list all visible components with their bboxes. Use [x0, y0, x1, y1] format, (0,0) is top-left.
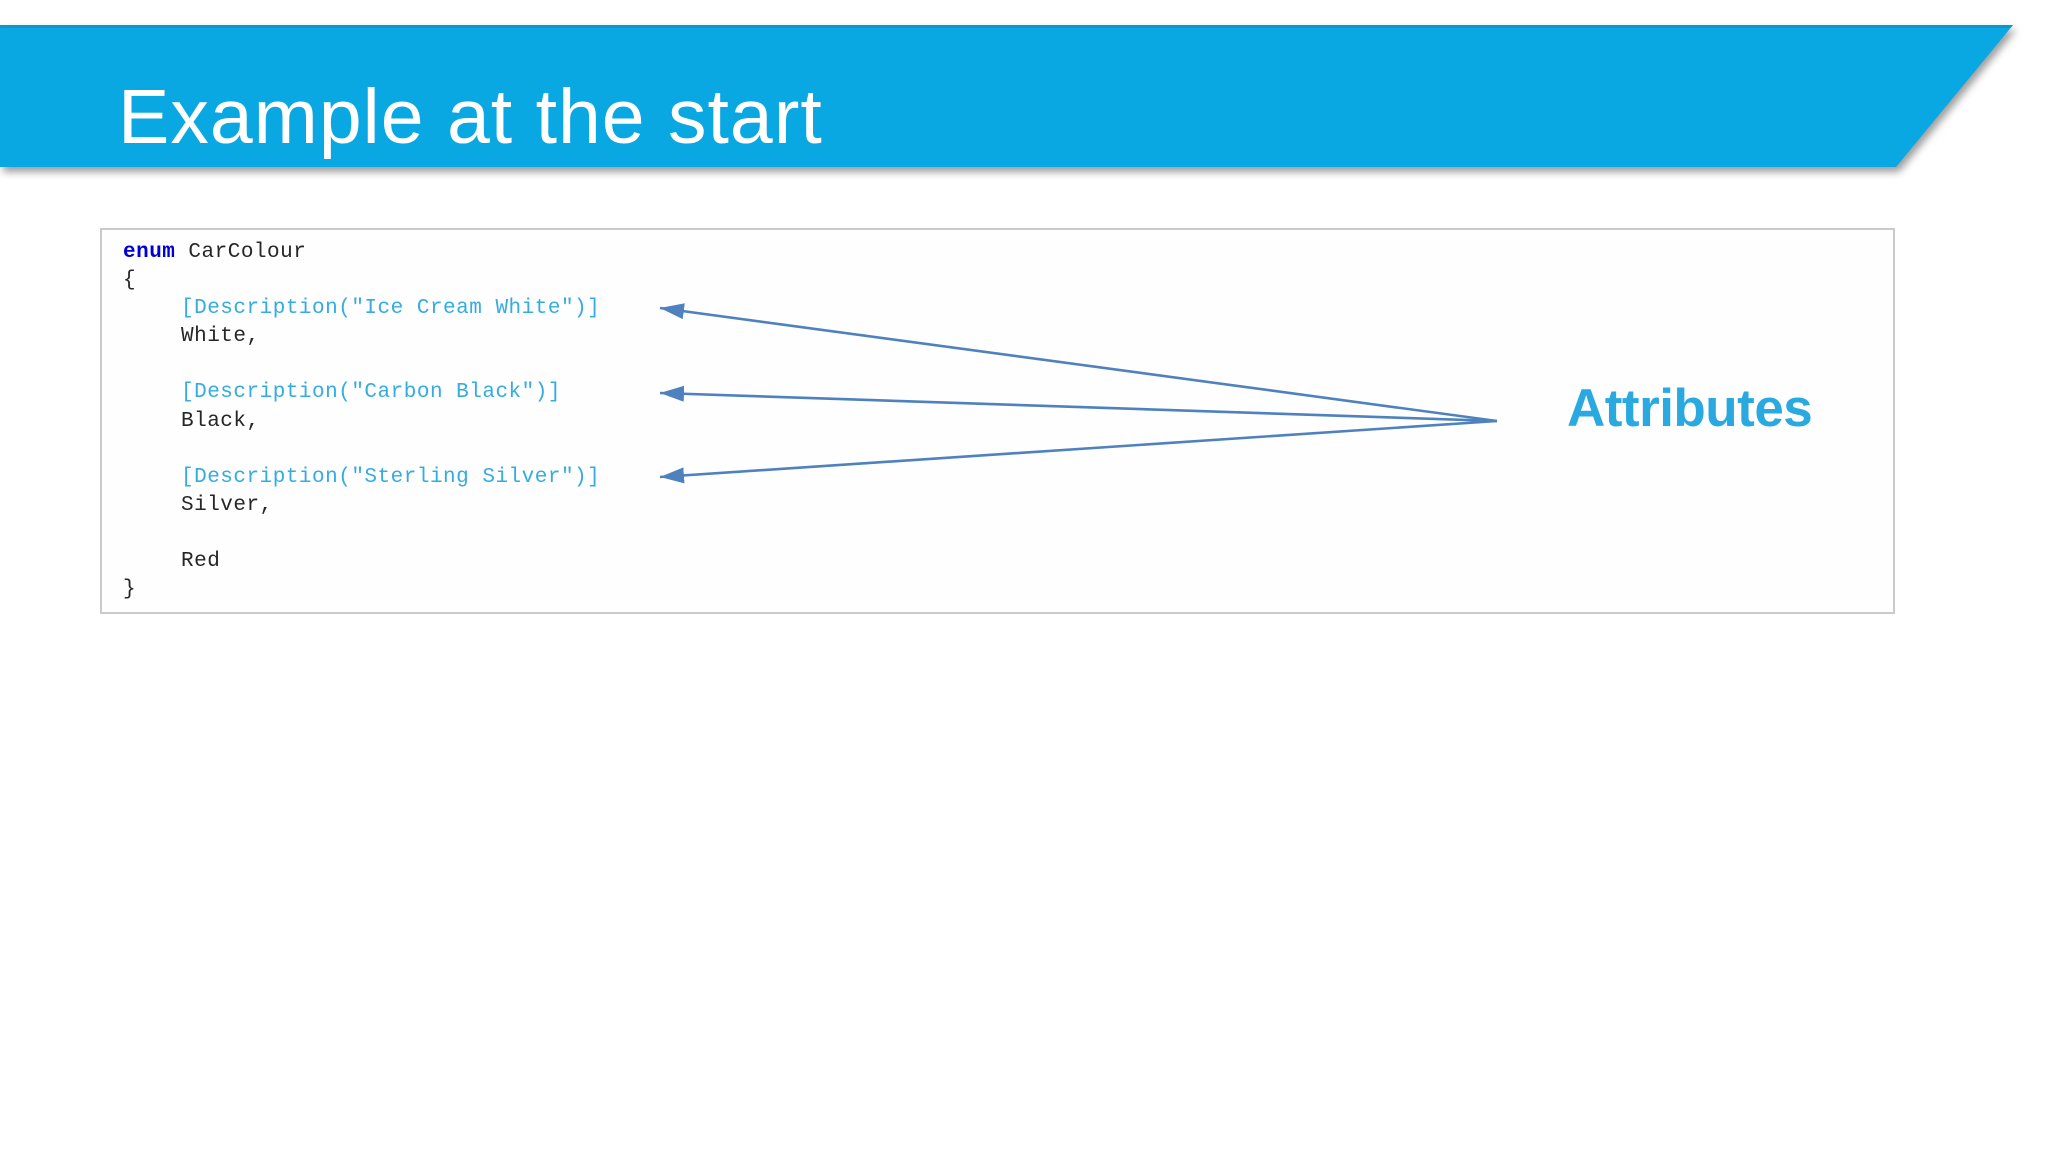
- code-member-white: White,: [181, 325, 260, 349]
- code-line-close-brace: }: [123, 576, 1893, 604]
- code-line-attribute-2: [Description("Carbon Black")]: [123, 379, 1893, 407]
- code-member-red: Red: [181, 550, 221, 574]
- code-type-name: CarColour: [188, 241, 307, 264]
- code-keyword-enum: enum: [123, 241, 176, 264]
- code-line-attribute-3: [Description("Sterling Silver")]: [123, 464, 1893, 492]
- code-content: enum CarColour { [Description("Ice Cream …: [102, 230, 1893, 604]
- code-attribute-carbon-black: [Description("Carbon Black")]: [181, 381, 561, 405]
- code-line-blank-3: [123, 520, 1893, 548]
- code-line-member-white: White,: [123, 323, 1893, 351]
- title-banner: Example at the start: [0, 25, 2048, 167]
- code-line-member-red: Red: [123, 548, 1893, 576]
- code-line-blank-1: [123, 351, 1893, 379]
- code-line-attribute-1: [Description("Ice Cream White")]: [123, 295, 1893, 323]
- code-close-brace: }: [123, 578, 137, 602]
- code-open-brace: {: [123, 269, 137, 293]
- code-line-blank-2: [123, 436, 1893, 464]
- code-attribute-sterling-silver: [Description("Sterling Silver")]: [181, 465, 601, 489]
- code-member-silver: Silver,: [181, 493, 273, 517]
- slide-title: Example at the start: [118, 74, 823, 160]
- code-line-member-silver: Silver,: [123, 492, 1893, 520]
- code-line-open-brace: {: [123, 267, 1893, 295]
- code-block: enum CarColour { [Description("Ice Cream …: [100, 228, 1895, 614]
- code-member-black: Black,: [181, 409, 260, 433]
- attributes-label: Attributes: [1567, 379, 1813, 438]
- code-attribute-ice-cream-white: [Description("Ice Cream White")]: [181, 297, 601, 321]
- code-line-member-black: Black,: [123, 408, 1893, 436]
- code-line-enum-declaration: enum CarColour: [123, 239, 1893, 267]
- title-banner-shape: Example at the start: [0, 25, 2013, 167]
